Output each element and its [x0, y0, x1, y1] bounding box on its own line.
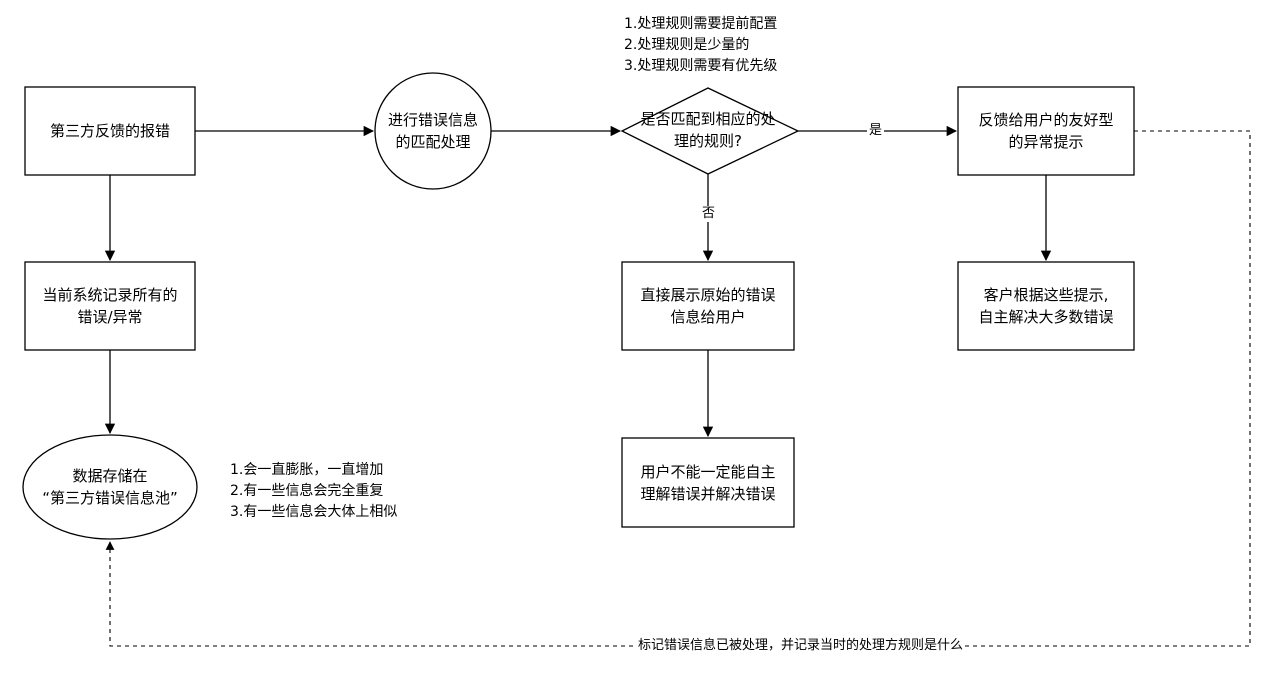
third-party-error-box[interactable] [24, 86, 196, 176]
data-pool-label: 数据存储在 “第三方错误信息池” [42, 467, 178, 507]
customer-solve-box[interactable] [957, 261, 1135, 351]
decision-label: 是否匹配到相应的处 理的规则? [640, 110, 776, 150]
edge-feedback-dashed [105, 130, 1251, 647]
third-party-error-label: 第三方反馈的报错 [49, 122, 170, 140]
edge-label-yes: 是 [867, 123, 885, 139]
system-record-box[interactable] [24, 261, 196, 351]
friendly-message-label: 反馈给用户的友好型 的异常提示 [978, 111, 1114, 151]
match-process-label: 进行错误信息 的匹配处理 [387, 111, 478, 151]
customer-solve-label: 客户根据这些提示, 自主解决大多数错误 [978, 286, 1114, 326]
pool-note: 1.会一直膨胀，一直增加 2.有一些信息会完全重复 3.有一些信息会大体上相似 [230, 462, 398, 520]
user-cannot-label: 用户不能一定能自主 理解错误并解决错误 [640, 462, 776, 503]
data-pool-ellipse[interactable] [22, 434, 198, 540]
show-raw-box[interactable] [621, 261, 795, 351]
edge-label-feedback: 标记错误信息已被处理，并记录当时的处理方规则是什么 [636, 638, 966, 654]
rules-note: 1.处理规则需要提前配置 2.处理规则是少量的 3.处理规则需要有优先级 [624, 16, 778, 74]
edge-label-no: 否 [700, 206, 718, 222]
show-raw-label: 直接展示原始的错误 信息给用户 [640, 286, 776, 326]
user-cannot-box[interactable] [621, 437, 795, 528]
system-record-label: 当前系统记录所有的 错误/异常 [42, 286, 178, 326]
